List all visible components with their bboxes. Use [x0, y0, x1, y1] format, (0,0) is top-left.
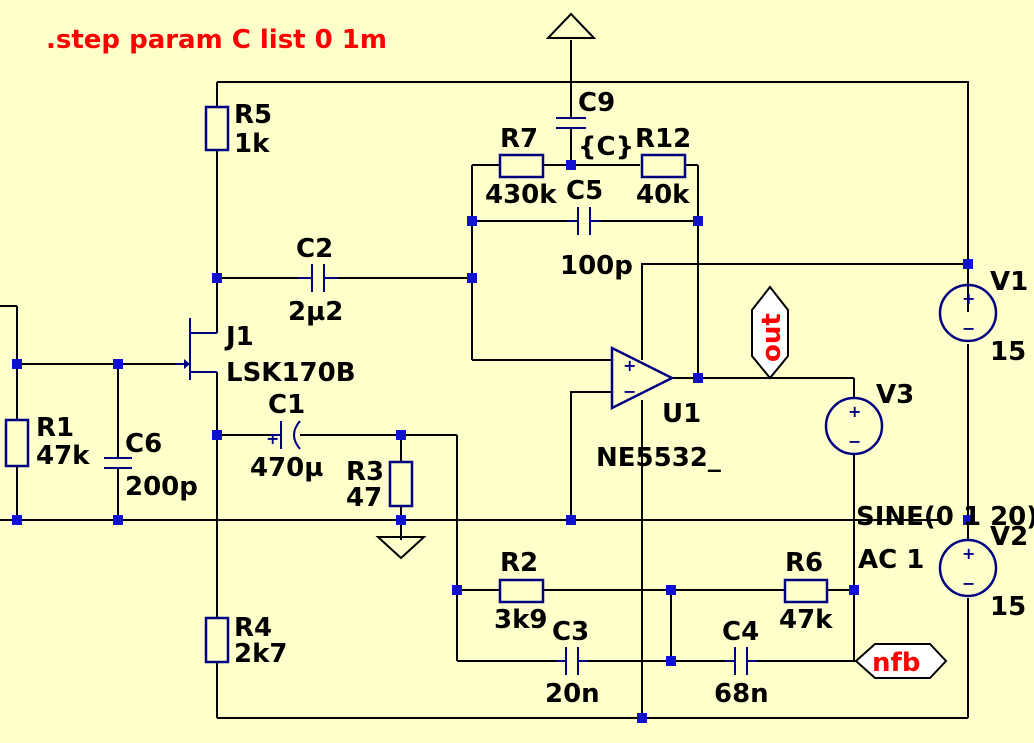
- label-v2-name: V2: [990, 522, 1028, 552]
- resistor-r6[interactable]: [783, 578, 829, 604]
- opamp-u1[interactable]: + −: [610, 345, 675, 411]
- resistor-r4[interactable]: [204, 616, 230, 664]
- label-r7-value: 430k: [485, 180, 557, 210]
- svg-text:−: −: [962, 574, 975, 593]
- label-r4-name: R4: [234, 613, 272, 643]
- svg-text:+: +: [962, 544, 975, 563]
- svg-text:−: −: [962, 319, 975, 338]
- label-c2-name: C2: [296, 234, 333, 264]
- voltage-source-v3[interactable]: + −: [824, 396, 884, 456]
- label-v3-name: V3: [876, 380, 914, 410]
- label-r2-value: 3k9: [494, 605, 547, 635]
- resistor-r3[interactable]: [388, 460, 414, 508]
- label-v2-value: 15: [990, 592, 1026, 622]
- label-u1-name: U1: [662, 399, 701, 429]
- net-label-out: out: [757, 313, 787, 362]
- label-c2-value: 2µ2: [288, 297, 343, 327]
- label-c6-value: 200p: [125, 472, 198, 502]
- label-c3-name: C3: [552, 617, 589, 647]
- capacitor-c6[interactable]: [104, 457, 132, 469]
- resistor-r7[interactable]: [498, 153, 545, 179]
- label-v1-name: V1: [990, 267, 1028, 297]
- svg-text:+: +: [848, 402, 861, 421]
- capacitor-c2[interactable]: [298, 264, 338, 292]
- capacitor-c9[interactable]: [556, 117, 586, 129]
- capacitor-c3[interactable]: [556, 647, 588, 675]
- net-flag-out[interactable]: [751, 285, 789, 380]
- svg-text:+: +: [623, 356, 636, 375]
- label-v3-ac: AC 1: [858, 545, 924, 575]
- resistor-r5[interactable]: [204, 105, 230, 152]
- label-j1-value: LSK170B: [226, 358, 356, 388]
- label-r12-name: R12: [635, 124, 691, 154]
- label-c3-value: 20n: [545, 679, 600, 709]
- ground-symbol-top: [545, 12, 597, 39]
- resistor-r1[interactable]: [4, 418, 30, 468]
- svg-text:−: −: [848, 432, 861, 451]
- c1-polarity-plus: +: [266, 429, 279, 448]
- label-c5-value: 100p: [560, 251, 633, 281]
- label-c1-name: C1: [268, 390, 305, 420]
- wires: [0, 40, 969, 719]
- label-r3-value: 47: [346, 483, 382, 513]
- label-v1-value: 15: [990, 337, 1026, 367]
- svg-text:+: +: [962, 289, 975, 308]
- label-c9-value: {C}: [578, 132, 634, 162]
- label-c4-value: 68n: [714, 679, 769, 709]
- label-j1-name: J1: [224, 322, 254, 352]
- junctions: [12, 160, 973, 723]
- label-r3-name: R3: [346, 457, 384, 487]
- label-c9-name: C9: [578, 88, 615, 118]
- capacitor-c5[interactable]: [567, 207, 601, 235]
- resistor-r2[interactable]: [498, 578, 545, 604]
- label-c4-name: C4: [722, 617, 759, 647]
- label-r4-value: 2k7: [234, 639, 287, 669]
- resistor-r12[interactable]: [640, 153, 687, 179]
- voltage-source-v1[interactable]: + −: [938, 283, 998, 343]
- svg-text:−: −: [623, 382, 636, 401]
- spice-directive[interactable]: .step param C list 0 1m: [46, 25, 387, 55]
- label-r5-name: R5: [234, 100, 272, 130]
- label-v3-value: SINE(0 1 20): [856, 502, 1034, 532]
- label-u1-value: NE5532_: [596, 443, 721, 473]
- label-c1-value: 470µ: [250, 453, 323, 483]
- label-r2-name: R2: [500, 548, 538, 578]
- label-r6-name: R6: [785, 548, 823, 578]
- capacitor-c1[interactable]: +: [266, 420, 301, 450]
- label-r1-name: R1: [36, 413, 74, 443]
- label-r12-value: 40k: [636, 180, 690, 210]
- label-r7-name: R7: [500, 124, 538, 154]
- net-flag-nfb[interactable]: [854, 643, 948, 679]
- ground-symbol-r3: [375, 536, 427, 560]
- label-r6-value: 47k: [779, 605, 833, 635]
- label-c5-name: C5: [566, 176, 603, 206]
- label-r5-value: 1k: [234, 129, 270, 159]
- net-label-nfb: nfb: [872, 648, 920, 678]
- voltage-source-v2[interactable]: + −: [938, 538, 998, 598]
- capacitor-c4[interactable]: [725, 647, 757, 675]
- label-c6-name: C6: [125, 429, 162, 459]
- label-r1-value: 47k: [36, 441, 90, 471]
- jfet-j1[interactable]: [176, 318, 217, 380]
